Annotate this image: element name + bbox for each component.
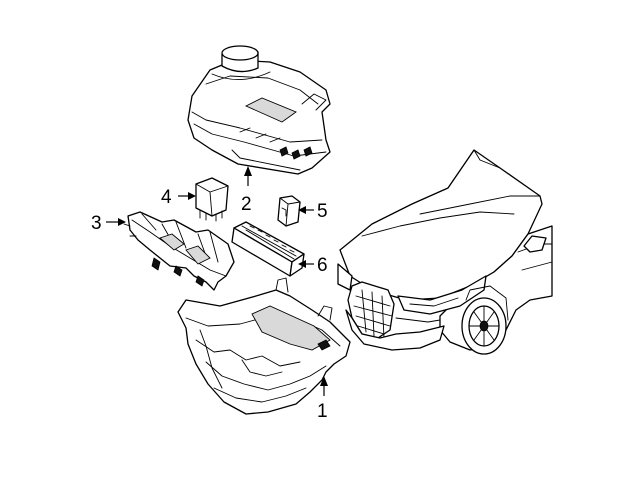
relay-carrier-3 <box>123 211 235 291</box>
relay-4 <box>195 177 229 222</box>
callout-1: 1 <box>317 401 328 422</box>
callout-5: 5 <box>317 201 328 222</box>
callout-4: 4 <box>161 187 172 208</box>
fuse-block-6 <box>231 221 305 277</box>
callout-2: 2 <box>241 194 252 215</box>
callout-3: 3 <box>91 213 102 234</box>
callout-6: 6 <box>317 255 328 276</box>
connector-5 <box>277 195 301 227</box>
fuse-box-cover <box>187 45 331 175</box>
callout-leaders <box>106 166 328 396</box>
vehicle-front <box>337 149 553 355</box>
fuse-box-housing <box>177 277 351 415</box>
